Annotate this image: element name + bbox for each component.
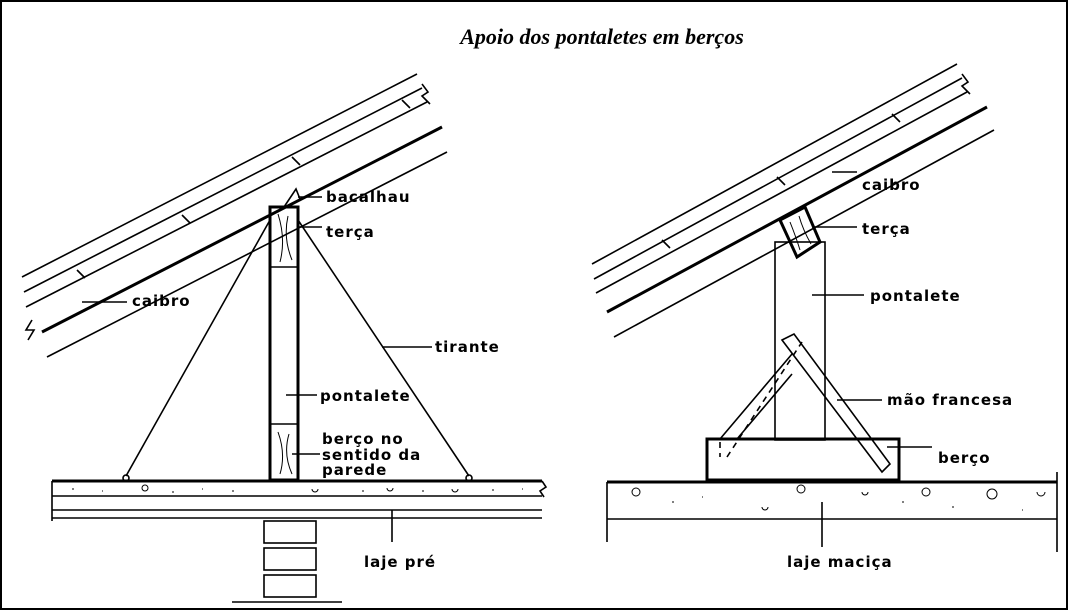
label-caibro-right: caibro <box>862 176 921 194</box>
label-laje-macica: laje maciça <box>787 553 893 571</box>
label-terca-right: terça <box>862 220 911 238</box>
label-berco-line1: berço no <box>322 430 404 448</box>
label-caibro-left: caibro <box>132 292 191 310</box>
label-berco-right: berço <box>938 449 991 467</box>
label-pontalete-right: pontalete <box>870 287 961 305</box>
label-bacalhau: bacalhau <box>326 188 411 206</box>
label-tirante: tirante <box>435 338 500 356</box>
right-slab <box>606 472 1058 552</box>
left-tie-rods <box>122 219 473 482</box>
label-berco-line3: parede <box>322 461 387 479</box>
right-leaders <box>812 171 932 547</box>
left-slab <box>51 479 548 603</box>
left-leaders <box>82 196 432 542</box>
label-mao-francesa: mão francesa <box>887 391 1013 409</box>
label-berco-line2: sentido da <box>322 446 421 464</box>
label-laje-pre: laje pré <box>364 553 436 571</box>
left-post <box>268 187 301 482</box>
diagram-title: Apoio dos pontaletes em berços <box>458 24 744 49</box>
label-pontalete-left: pontalete <box>320 387 411 405</box>
right-post <box>705 204 901 482</box>
label-terca-left: terça <box>326 223 375 241</box>
left-roof <box>21 73 448 358</box>
